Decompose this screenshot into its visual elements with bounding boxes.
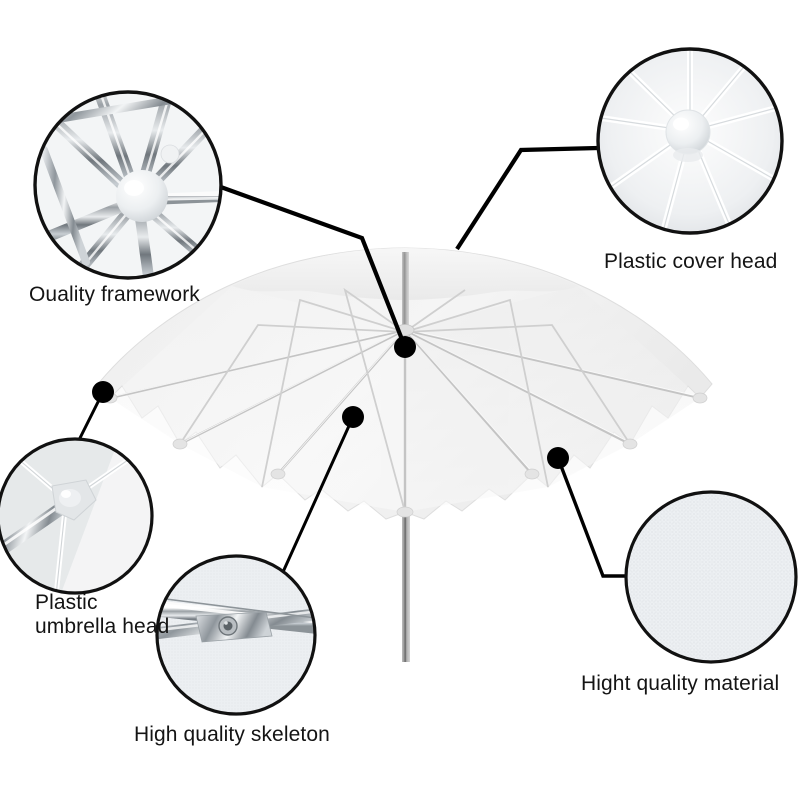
leader-high-quality-skeleton xyxy=(281,416,355,573)
label-quality-framework: Ouality framework xyxy=(29,283,200,306)
leader-hight-quality-material xyxy=(556,457,629,578)
leader-lines xyxy=(77,145,629,578)
marker-high-quality-skeleton xyxy=(342,406,364,428)
umbrella-rib-tips xyxy=(102,392,708,518)
marker-quality-framework xyxy=(394,336,416,358)
leader-quality-framework xyxy=(217,184,407,348)
marker-plastic-umbrella-head xyxy=(92,381,114,403)
umbrella-ribs-highlight xyxy=(110,328,702,474)
label-hight-quality-material: Hight quality material xyxy=(581,672,780,695)
callout-circle-high-quality-skeleton xyxy=(155,554,317,716)
marker-hight-quality-material xyxy=(547,447,569,469)
callout-circle-hight-quality-material xyxy=(624,490,798,664)
canopy-panels xyxy=(110,286,700,512)
leader-markers xyxy=(92,336,569,469)
leader-plastic-cover-head xyxy=(455,145,599,251)
label-plastic-umbrella-head: Plastic umbrella head xyxy=(35,591,170,638)
callout-circle-plastic-umbrella-head xyxy=(0,437,154,595)
label-high-quality-skeleton: High quality skeleton xyxy=(134,723,330,746)
umbrella-stretchers xyxy=(179,287,631,513)
label-plastic-cover-head: Plastic cover head xyxy=(604,250,778,273)
umbrella-shaft-upper xyxy=(402,252,409,334)
callout-circle-quality-framework xyxy=(33,90,223,280)
callout-circle-plastic-cover-head xyxy=(596,47,784,235)
